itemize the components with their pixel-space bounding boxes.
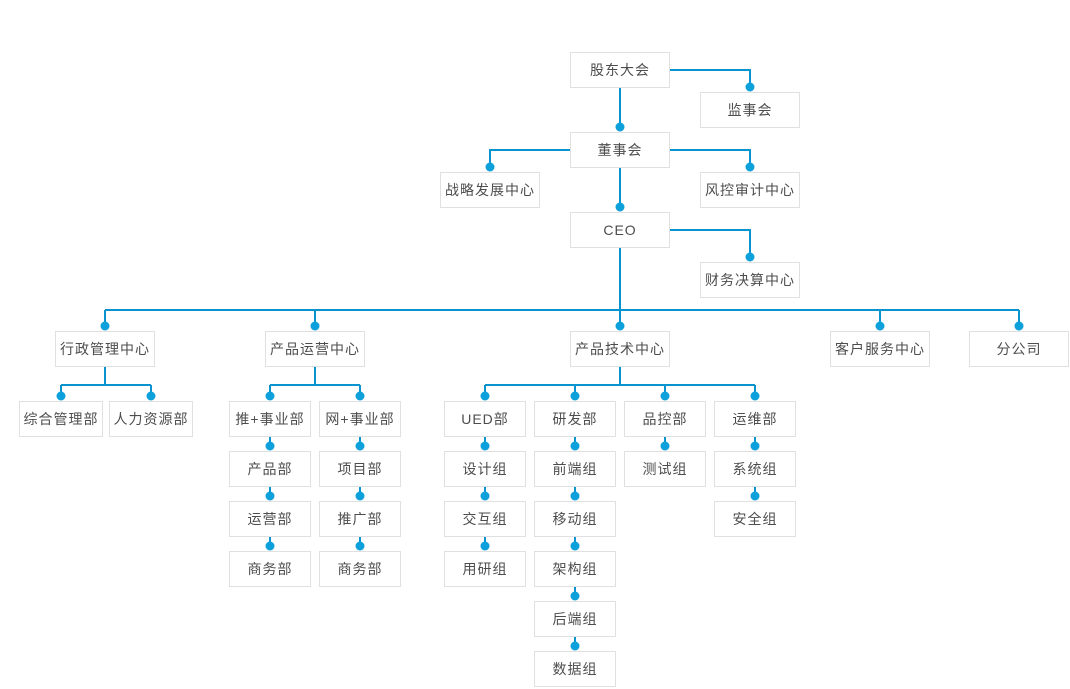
org-node-product-operation-center: 产品运营中心	[265, 331, 365, 367]
org-node-label: 人力资源部	[113, 411, 189, 427]
org-node-label: UED部	[461, 411, 509, 427]
org-node-design-group: 设计组	[444, 451, 526, 487]
org-node-label: 董事会	[597, 142, 643, 158]
org-node-label: 交互组	[462, 511, 508, 527]
org-node-label: 战略发展中心	[445, 182, 535, 198]
org-node-label: 系统组	[732, 461, 778, 477]
org-node-label: 项目部	[337, 461, 383, 477]
org-node-customer-service-center: 客户服务中心	[830, 331, 930, 367]
org-node-operations-maintenance-dept: 运维部	[714, 401, 796, 437]
org-node-data-group: 数据组	[534, 651, 616, 687]
org-node-label: 产品运营中心	[270, 341, 360, 357]
org-node-financial-settlement-center: 财务决算中心	[700, 262, 800, 298]
org-node-label: 安全组	[732, 511, 778, 527]
org-node-label: 用研组	[462, 561, 508, 577]
org-node-supervisory-board: 监事会	[700, 92, 800, 128]
org-node-label: 推广部	[337, 511, 383, 527]
org-node-label: 商务部	[247, 561, 293, 577]
org-node-label: 监事会	[727, 102, 773, 118]
org-node-system-group: 系统组	[714, 451, 796, 487]
org-node-ceo: CEO	[570, 212, 670, 248]
org-node-label: 股东大会	[590, 62, 650, 78]
org-node-quality-control-dept: 品控部	[624, 401, 706, 437]
org-node-label: 数据组	[552, 661, 598, 677]
org-node-security-group: 安全组	[714, 501, 796, 537]
org-node-label: 综合管理部	[23, 411, 99, 427]
org-node-business-dept-2: 商务部	[319, 551, 401, 587]
org-node-strategy-development-center: 战略发展中心	[440, 172, 540, 208]
org-node-label: 行政管理中心	[60, 341, 150, 357]
org-node-label: 架构组	[552, 561, 598, 577]
org-node-label: 风控审计中心	[705, 182, 795, 198]
org-node-promotion-dept: 推广部	[319, 501, 401, 537]
org-node-wang-business-dept: 网+事业部	[319, 401, 401, 437]
org-node-label: 分公司	[996, 341, 1042, 357]
org-node-label: 运维部	[732, 411, 778, 427]
org-node-backend-group: 后端组	[534, 601, 616, 637]
org-node-label: 产品技术中心	[575, 341, 665, 357]
org-node-human-resources-dept: 人力资源部	[109, 401, 193, 437]
org-node-rd-dept: 研发部	[534, 401, 616, 437]
org-node-board-of-directors: 董事会	[570, 132, 670, 168]
org-node-label: 设计组	[462, 461, 508, 477]
org-node-label: 研发部	[552, 411, 598, 427]
org-node-label: 客户服务中心	[835, 341, 925, 357]
org-node-label: 移动组	[552, 511, 598, 527]
org-node-label: 测试组	[642, 461, 688, 477]
org-node-architecture-group: 架构组	[534, 551, 616, 587]
org-node-ued-dept: UED部	[444, 401, 526, 437]
org-node-frontend-group: 前端组	[534, 451, 616, 487]
org-node-label: CEO	[603, 222, 637, 238]
org-node-mobile-group: 移动组	[534, 501, 616, 537]
org-node-label: 推+事业部	[235, 411, 305, 427]
org-node-label: 产品部	[247, 461, 293, 477]
org-node-admin-management-center: 行政管理中心	[55, 331, 155, 367]
org-node-label: 品控部	[642, 411, 688, 427]
org-node-label: 网+事业部	[325, 411, 395, 427]
org-node-label: 后端组	[552, 611, 598, 627]
org-node-product-dept: 产品部	[229, 451, 311, 487]
org-node-project-dept: 项目部	[319, 451, 401, 487]
org-node-label: 运营部	[247, 511, 293, 527]
org-node-operation-dept: 运营部	[229, 501, 311, 537]
org-node-general-management-dept: 综合管理部	[19, 401, 103, 437]
org-node-shareholders-meeting: 股东大会	[570, 52, 670, 88]
org-node-risk-audit-center: 风控审计中心	[700, 172, 800, 208]
org-node-branch-company: 分公司	[969, 331, 1069, 367]
org-node-label: 前端组	[552, 461, 598, 477]
org-node-label: 商务部	[337, 561, 383, 577]
org-node-testing-group: 测试组	[624, 451, 706, 487]
org-node-interaction-group: 交互组	[444, 501, 526, 537]
org-node-business-dept-1: 商务部	[229, 551, 311, 587]
org-node-user-research-group: 用研组	[444, 551, 526, 587]
org-node-tui-business-dept: 推+事业部	[229, 401, 311, 437]
org-node-product-technology-center: 产品技术中心	[570, 331, 670, 367]
org-node-label: 财务决算中心	[705, 272, 795, 288]
